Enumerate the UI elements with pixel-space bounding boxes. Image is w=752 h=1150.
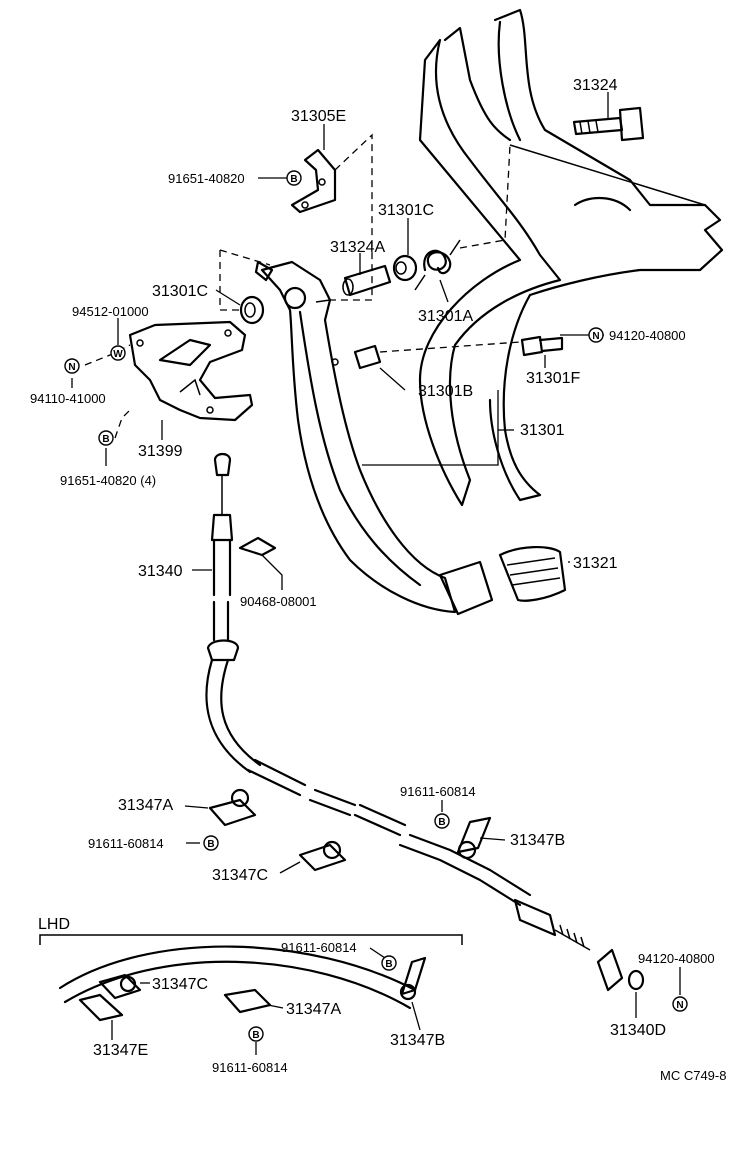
label-31301F: 31301F xyxy=(526,370,580,387)
symbol-nut-94110: N xyxy=(64,358,80,374)
label-31301B: 31301B xyxy=(418,383,473,400)
label-31347B-lhd: 31347B xyxy=(390,1032,445,1049)
diagram-code: MC C749-8 xyxy=(660,1068,726,1083)
pedal-pad-31321 xyxy=(438,545,567,616)
label-31301: 31301 xyxy=(520,422,565,439)
symbol-washer-94512: W xyxy=(110,345,126,361)
bolt-31301F xyxy=(520,335,564,357)
label-lhd: LHD xyxy=(38,916,70,933)
svg-text:N: N xyxy=(676,1000,683,1011)
label-31324A: 31324A xyxy=(330,239,385,256)
symbol-bolt-91611-d: B xyxy=(248,1026,264,1042)
label-94120-40800-top: 94120-40800 xyxy=(609,328,686,343)
leader-lines xyxy=(71,92,681,1055)
svg-text:B: B xyxy=(207,839,214,850)
bracket-31305E xyxy=(290,148,337,214)
symbol-bolt-91651-4: B xyxy=(98,430,114,446)
cable-31340 xyxy=(205,452,591,951)
label-90468-08001: 90468-08001 xyxy=(240,594,317,609)
label-91651-40820-top: 91651-40820 xyxy=(168,171,245,186)
label-31347C: 31347C xyxy=(212,867,268,884)
label-91611-60814-a: 91611-60814 xyxy=(400,784,476,799)
symbol-nut-94120-top: N xyxy=(588,327,604,343)
svg-text:N: N xyxy=(68,362,75,373)
symbol-bolt-91611-a: B xyxy=(434,813,450,829)
label-91651-40820-4: 91651-40820 (4) xyxy=(60,473,156,488)
svg-text:B: B xyxy=(385,959,392,970)
spring-31301A xyxy=(414,239,461,291)
label-94120-40800-bot: 94120-40800 xyxy=(638,951,715,966)
label-94512-01000: 94512-01000 xyxy=(72,304,149,319)
label-31305E: 31305E xyxy=(291,108,346,125)
svg-text:B: B xyxy=(102,434,109,445)
cable-end-31340D xyxy=(596,948,645,992)
svg-text:B: B xyxy=(438,817,445,828)
svg-text:W: W xyxy=(113,349,123,360)
clamp-31347A xyxy=(208,788,257,827)
svg-text:B: B xyxy=(290,174,297,185)
clamp-31347C xyxy=(298,840,347,872)
symbol-bolt-91611-b: B xyxy=(203,835,219,851)
bracket-31399 xyxy=(128,320,254,422)
clip-90468-08001 xyxy=(238,536,277,557)
pedal-arm-31301 xyxy=(254,260,457,614)
symbol-bolt-91651-top: B xyxy=(286,170,302,186)
bushing-31301C-top xyxy=(392,254,418,282)
bushing-31301C-left xyxy=(239,295,265,325)
label-31321: 31321 xyxy=(573,555,618,572)
lhd-inset xyxy=(39,934,463,1022)
svg-text:N: N xyxy=(592,331,599,342)
symbol-nut-94120-bot: N xyxy=(672,996,688,1012)
label-31340D: 31340D xyxy=(610,1022,666,1039)
label-31399: 31399 xyxy=(138,443,183,460)
label-31347E: 31347E xyxy=(93,1042,148,1059)
label-94110-41000: 94110-41000 xyxy=(30,391,106,406)
label-31347A: 31347A xyxy=(118,797,173,814)
clamp-31347B xyxy=(456,816,492,860)
label-31347C-lhd: 31347C xyxy=(152,976,208,993)
label-31301C-top: 31301C xyxy=(378,202,434,219)
bolt-31324 xyxy=(572,106,645,142)
phantom-lines xyxy=(84,133,521,439)
spacer-31324A xyxy=(342,264,392,297)
label-91611-60814-c: 91611-60814 xyxy=(281,940,357,955)
stopper-31301B xyxy=(353,344,382,370)
svg-text:B: B xyxy=(252,1030,259,1041)
label-31340: 31340 xyxy=(138,563,183,580)
label-91611-60814-b: 91611-60814 xyxy=(88,836,164,851)
symbol-bolt-91611-c: B xyxy=(381,955,397,971)
pedal-support-bracket xyxy=(418,8,724,507)
label-31301A: 31301A xyxy=(418,308,473,325)
label-31324: 31324 xyxy=(573,77,618,94)
label-31347B: 31347B xyxy=(510,832,565,849)
label-31347A-lhd: 31347A xyxy=(286,1001,341,1018)
label-31301C-left: 31301C xyxy=(152,283,208,300)
label-91611-60814-d: 91611-60814 xyxy=(212,1060,288,1075)
